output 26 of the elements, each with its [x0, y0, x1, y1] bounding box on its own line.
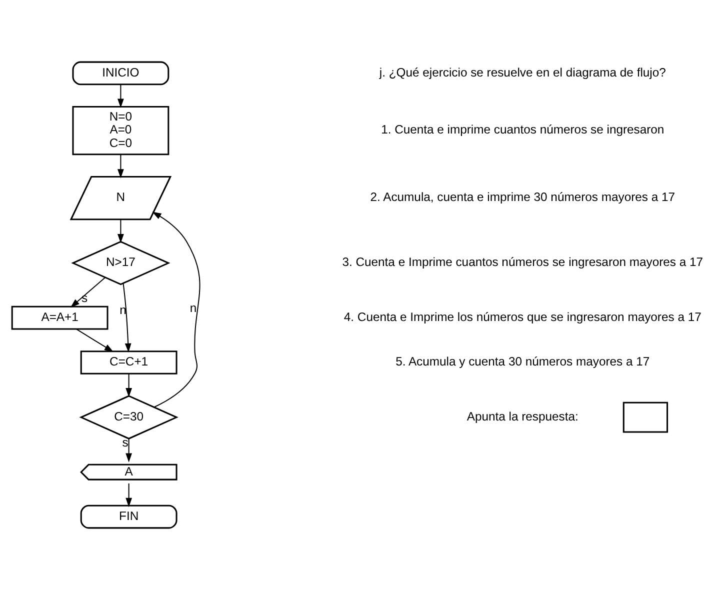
node-box: C=C+1 — [80, 350, 178, 374]
arrow — [70, 276, 106, 308]
arrow — [126, 482, 132, 507]
arrow — [118, 84, 124, 108]
label: j. ¿Qué ejercicio se resuelve en el diagrama de flujo? — [379, 64, 666, 79]
arrow — [152, 211, 200, 408]
arrow — [76, 328, 114, 352]
edge-label: n — [190, 300, 197, 314]
label: 1. Cuenta e imprime cuantos números se ingresaron — [381, 122, 664, 136]
arrow — [118, 154, 124, 178]
node-box: A=A+1 — [11, 305, 108, 330]
arrow — [126, 438, 132, 462]
label: 4. Cuenta e Imprime los números que se ingresaron mayores a 17 — [344, 309, 702, 324]
label: 5. Acumula y cuenta 30 números mayores a 17 — [396, 354, 650, 368]
node-box: N=0 A=0 C=0 — [72, 105, 170, 155]
node-diamond: C=30 — [79, 394, 178, 439]
node-box: INICIO — [72, 60, 170, 85]
node-box — [622, 401, 668, 432]
label: 2. Acumula, cuenta e imprime 30 números mayores a 17 — [370, 190, 676, 204]
node-label: Apunta la respuesta: — [466, 408, 578, 423]
label: 3. Cuenta e Imprime cuantos números se ingresaron mayores a 17 — [342, 254, 704, 269]
arrow — [118, 219, 124, 243]
node-box: FIN — [80, 504, 178, 528]
node-diamond: N>17 — [71, 240, 170, 285]
arrow — [122, 282, 132, 352]
arrow — [126, 373, 132, 397]
